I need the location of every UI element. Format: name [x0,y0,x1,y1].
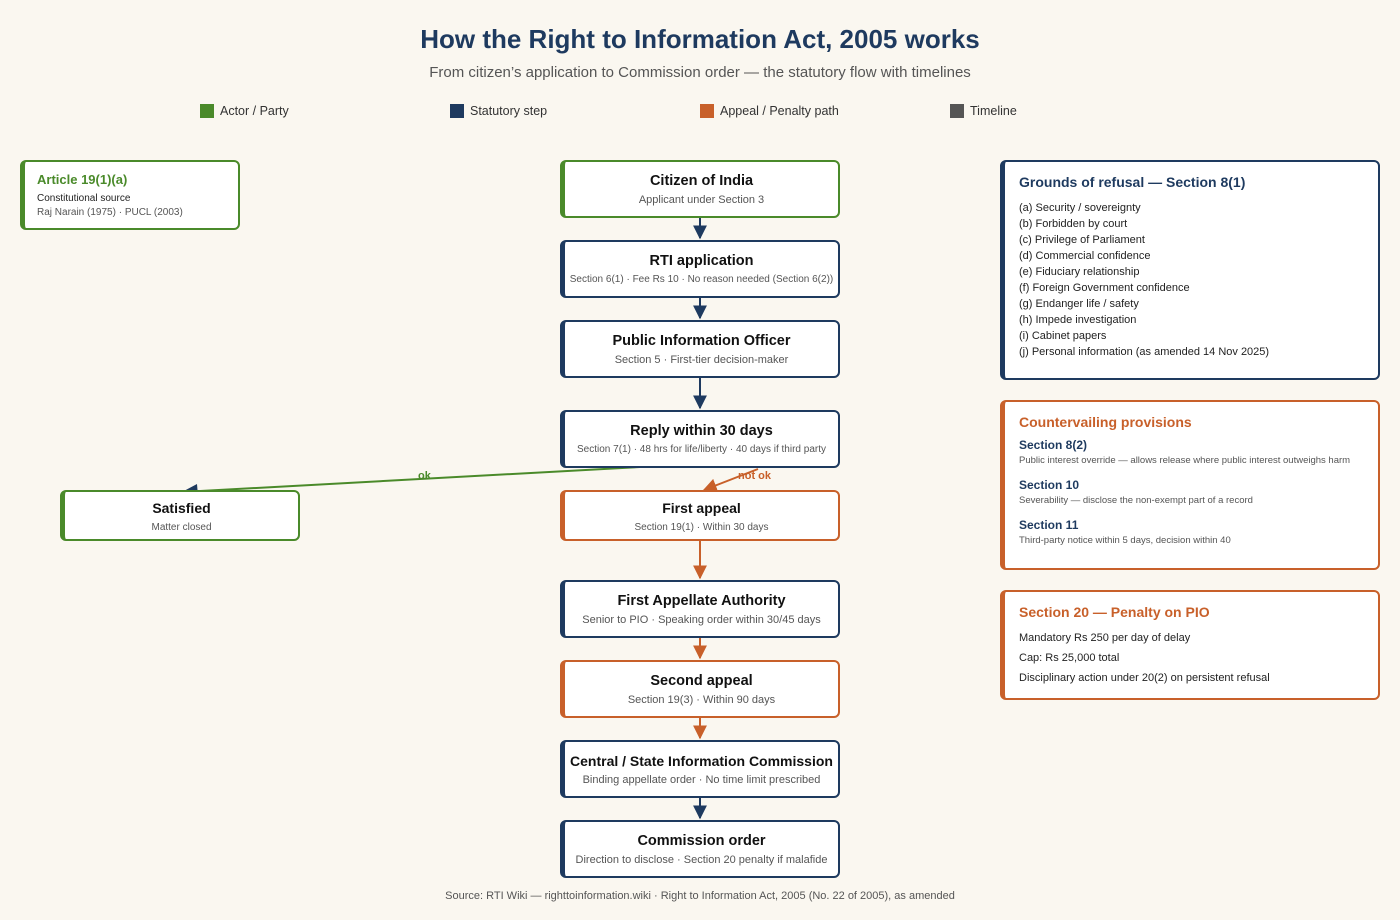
article-title: Article 19(1)(a) [37,172,128,187]
node-rti-application: RTI application Section 6(1) · Fee Rs 10… [560,240,840,298]
edge-label-not-ok: not ok [738,470,771,482]
arrow-reply-satisfied [181,466,641,493]
provision-heading: Section 11 [1019,518,1079,532]
node-commission-order: Commission order Direction to disclose ·… [560,820,840,878]
node-subtitle: Section 19(1) · Within 30 days [634,522,769,533]
penalty-title: Section 20 — Penalty on PIO [1019,604,1210,620]
node-citizen: Citizen of India Applicant under Section… [560,160,840,218]
arrow-reply-first-appeal [702,468,759,492]
node-title: First Appellate Authority [617,593,786,609]
node-subtitle: Section 7(1) · 48 hrs for life/liberty ·… [577,444,826,455]
node-subtitle: Section 5 · First-tier decision-maker [614,354,789,366]
grounds-item: (j) Personal information (as amended 14 … [1019,346,1270,358]
legend-label: Statutory step [470,104,548,118]
grounds-of-refusal-panel: Grounds of refusal — Section 8(1) (a) Se… [1000,160,1380,380]
legend-label: Timeline [970,104,1017,118]
node-subtitle: Matter closed [151,522,212,533]
node-satisfied: Satisfied Matter closed [60,490,300,541]
provision-heading: Section 10 [1019,478,1080,492]
node-subtitle: Direction to disclose · Section 20 penal… [575,854,828,866]
node-subtitle: Senior to PIO · Speaking order within 30… [582,614,821,626]
node-title: RTI application [649,253,754,269]
node-reply: Reply within 30 days Section 7(1) · 48 h… [560,410,840,468]
article-line2: Raj Narain (1975) · PUCL (2003) [37,207,183,218]
grounds-title: Grounds of refusal — Section 8(1) [1019,174,1246,190]
node-title: Second appeal [650,673,753,689]
penalty-item: Disciplinary action under 20(2) on persi… [1019,672,1270,684]
penalty-item: Mandatory Rs 250 per day of delay [1019,632,1191,644]
node-title: First appeal [662,500,741,516]
grounds-item: (g) Endanger life / safety [1019,298,1139,310]
grounds-item: (e) Fiduciary relationship [1019,266,1140,278]
article-line1: Constitutional source [37,193,131,204]
node-commission: Central / State Information Commission B… [560,740,840,798]
provision-text: Severability — disclose the non-exempt p… [1019,495,1253,506]
grounds-list: (a) Security / sovereignty (b) Forbidden… [1019,200,1364,360]
grounds-item: (h) Impede investigation [1019,314,1137,326]
legend-swatch-appeal [700,104,714,118]
legend-swatch-actor [200,104,214,118]
penalty-panel: Section 20 — Penalty on PIO Mandatory Rs… [1000,590,1380,700]
provision-text: Third-party notice within 5 days, decisi… [1019,535,1231,546]
grounds-item: (i) Cabinet papers [1019,330,1107,342]
legend-swatch-timeline [950,104,964,118]
node-title: Commission order [637,833,766,849]
provision-heading: Section 8(2) [1019,438,1088,452]
node-title: Reply within 30 days [630,423,773,439]
node-subtitle: Section 19(3) · Within 90 days [627,694,776,706]
legend-appeal: Appeal / Penalty path [700,104,839,118]
legend-step: Statutory step [450,104,547,118]
legend-label: Actor / Party [220,104,289,118]
node-first-appeal: First appeal Section 19(1) · Within 30 d… [560,490,840,541]
source-note: Source: RTI Wiki — righttoinformation.wi… [445,890,955,902]
page-title: How the Right to Information Act, 2005 w… [420,24,980,54]
node-subtitle: Section 6(1) · Fee Rs 10 · No reason nee… [569,274,834,285]
node-second-appeal: Second appeal Section 19(3) · Within 90 … [560,660,840,718]
node-pio: Public Information Officer Section 5 · F… [560,320,840,378]
page-subtitle: From citizen’s application to Commission… [429,64,971,81]
edge-label-ok: ok [418,470,431,482]
grounds-item: (d) Commercial confidence [1019,250,1151,262]
legend-timeline: Timeline [950,104,1017,118]
article-19-panel: Article 19(1)(a) Constitutional source R… [20,160,240,230]
grounds-item: (b) Forbidden by court [1019,218,1128,230]
countervailing-panel: Countervailing provisions Section 8(2) P… [1000,400,1380,570]
legend-label: Appeal / Penalty path [720,104,839,118]
legend-actor: Actor / Party [200,104,289,118]
node-title: Citizen of India [649,173,754,189]
provision-text: Public interest override — allows releas… [1019,455,1351,466]
node-subtitle: Applicant under Section 3 [638,194,765,206]
node-subtitle: Binding appellate order · No time limit … [582,774,821,786]
node-title: Satisfied [152,500,211,516]
grounds-item: (c) Privilege of Parliament [1019,234,1145,246]
node-faa: First Appellate Authority Senior to PIO … [560,580,840,638]
legend-swatch-step [450,104,464,118]
grounds-item: (a) Security / sovereignty [1019,202,1141,214]
node-title: Central / State Information Commission [570,753,833,769]
node-title: Public Information Officer [612,333,791,349]
penalty-item: Cap: Rs 25,000 total [1019,652,1120,664]
grounds-item: (f) Foreign Government confidence [1019,282,1190,294]
countervailing-title: Countervailing provisions [1019,414,1192,430]
